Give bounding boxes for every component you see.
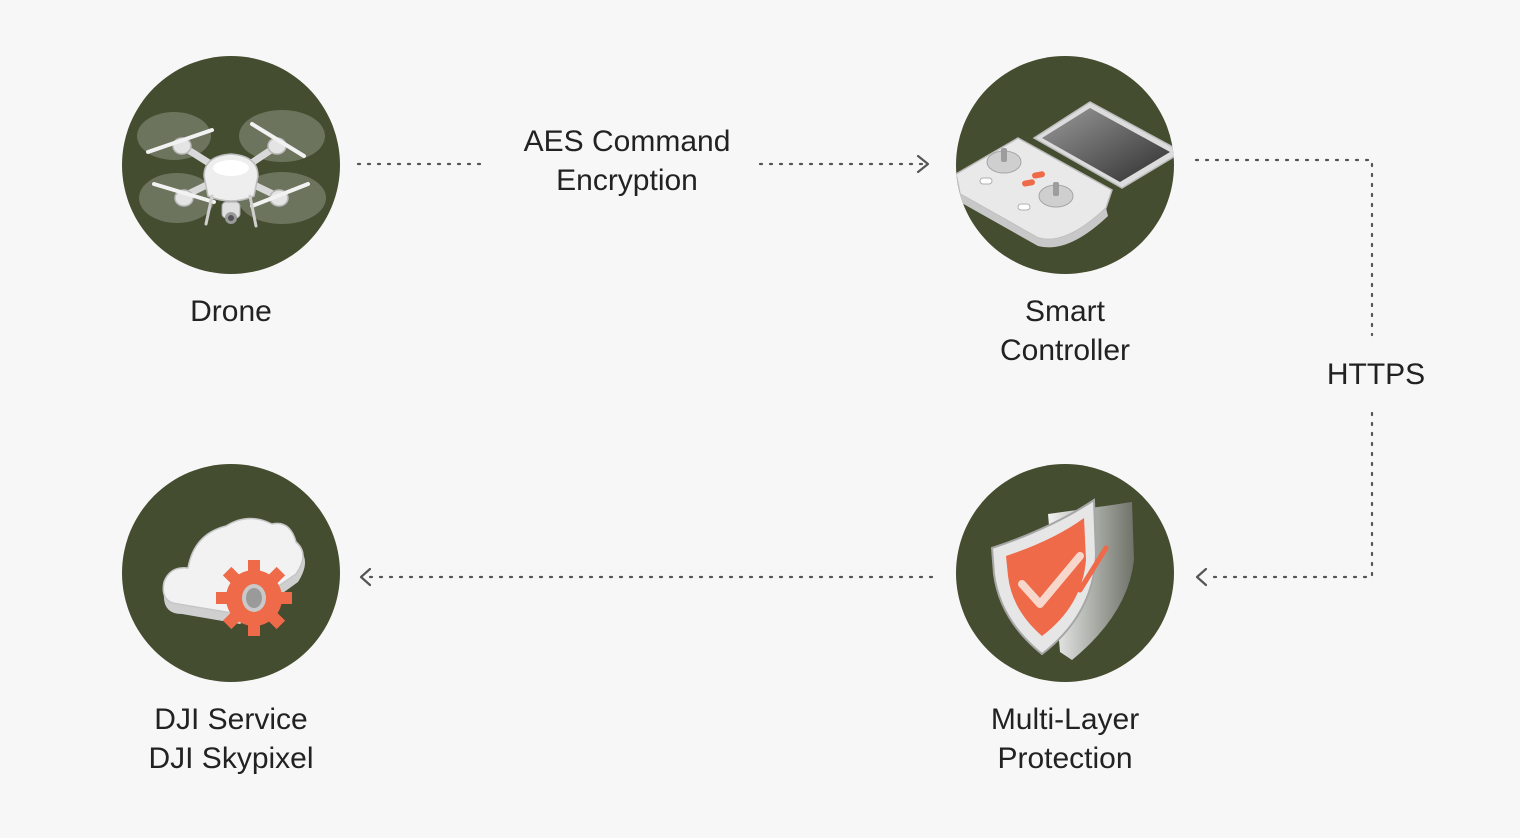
edge-label-aes-command-encryption: AES Command Encryption xyxy=(524,122,731,200)
connector-controller-to-https xyxy=(1194,158,1374,337)
edge-label-line: AES Command xyxy=(523,125,731,158)
node-label-line: Multi-Layer xyxy=(990,703,1140,736)
node-label-line: DJI Skypixel xyxy=(148,742,314,775)
shield-check-icon xyxy=(956,464,1174,682)
node-label-multi-layer-protection: Multi-Layer Protection xyxy=(991,700,1139,778)
node-label-smart-controller: Smart Controller xyxy=(1000,292,1130,370)
node-dji-service xyxy=(122,464,340,682)
node-label-line: Controller xyxy=(999,334,1131,367)
remote-controller-icon xyxy=(956,56,1174,274)
arrowhead-to-service xyxy=(359,567,372,587)
node-drone xyxy=(122,56,340,274)
arrowhead-to-protection xyxy=(1195,567,1208,587)
connector-https-to-protection xyxy=(1204,411,1374,579)
node-label-drone: Drone xyxy=(190,292,272,331)
node-label-line: DJI Service xyxy=(154,703,308,736)
edge-label-https: HTTPS xyxy=(1327,355,1425,394)
node-multi-layer-protection xyxy=(956,464,1174,682)
node-label-line: Drone xyxy=(190,295,272,328)
node-smart-controller xyxy=(956,56,1174,274)
node-label-dji-service: DJI Service DJI Skypixel xyxy=(148,700,313,778)
drone-icon xyxy=(122,56,340,274)
edge-label-line: HTTPS xyxy=(1326,358,1426,391)
arrowhead-to-controller xyxy=(916,154,930,174)
cloud-gear-icon xyxy=(122,464,340,682)
node-label-line: Smart xyxy=(1024,295,1105,328)
edge-label-line: Encryption xyxy=(556,164,698,197)
node-label-line: Protection xyxy=(997,742,1133,775)
